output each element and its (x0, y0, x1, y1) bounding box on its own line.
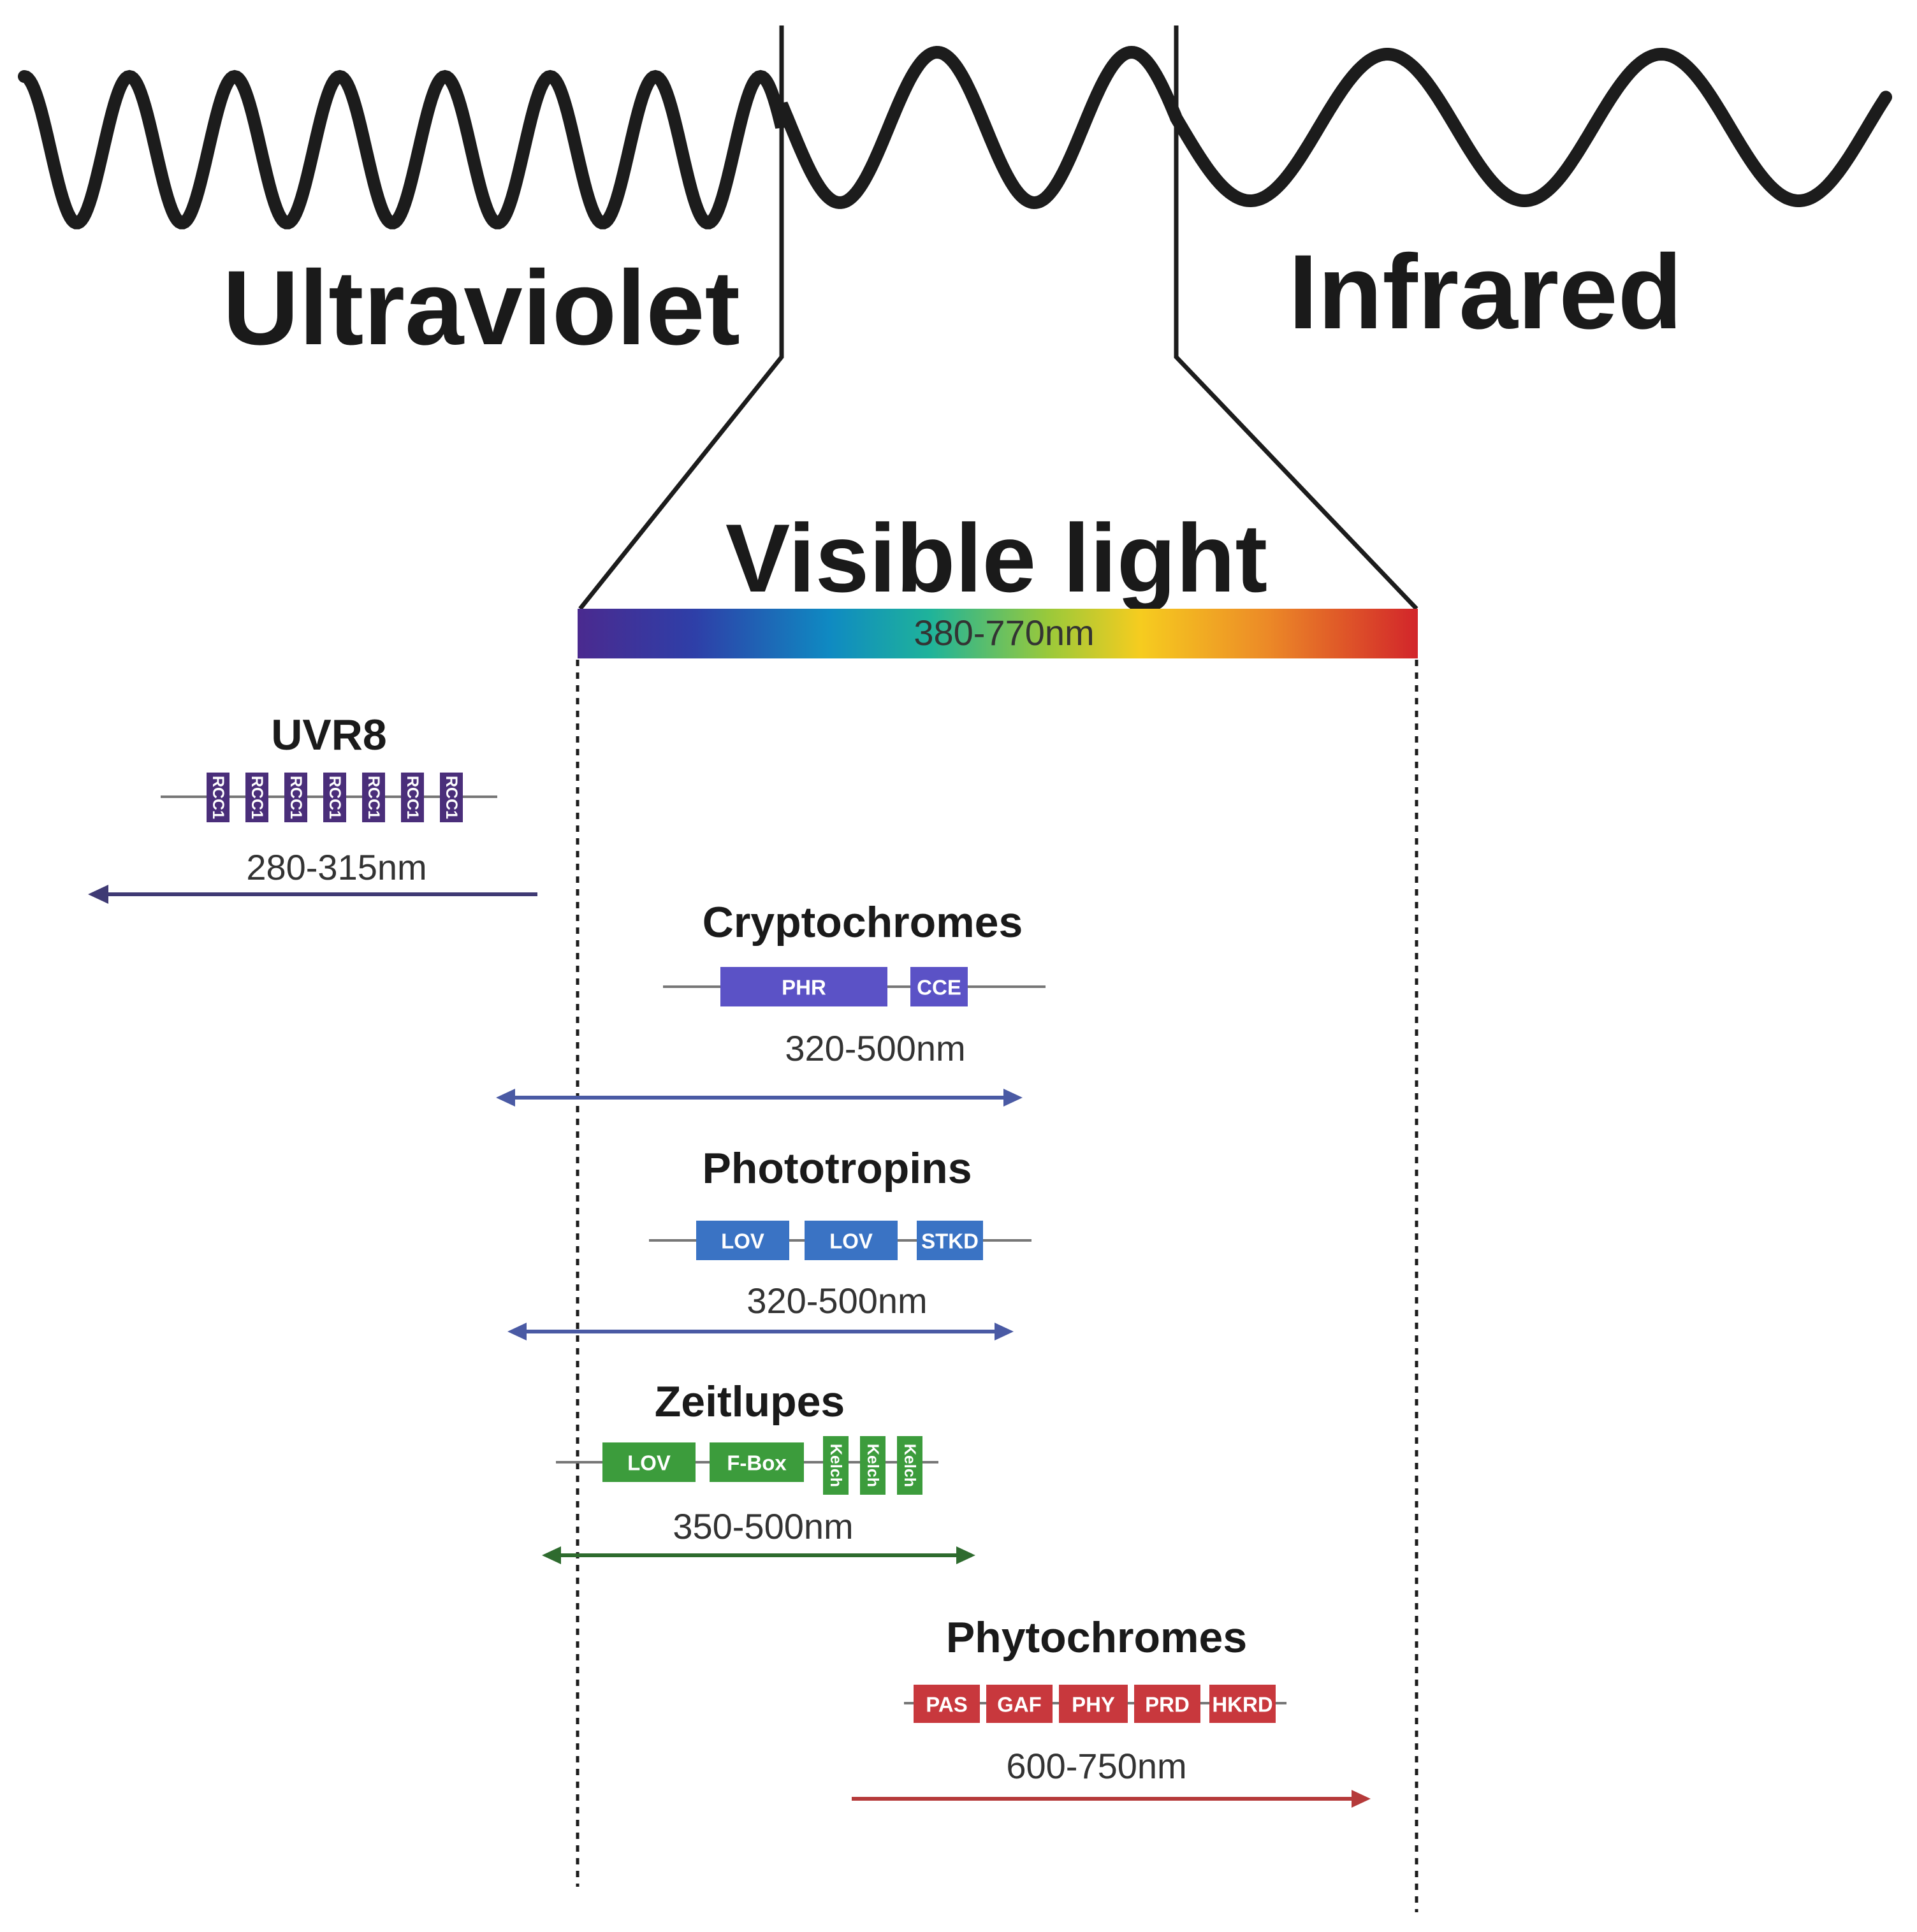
uvr8-domain: RCC1 (362, 773, 385, 822)
zeitlupes-name: Zeitlupes (655, 1377, 845, 1426)
uvr8-domain: RCC1 (207, 773, 230, 822)
phototropins-domain: LOV (805, 1221, 898, 1260)
zeitlupes-domain-label: LOV (627, 1451, 671, 1475)
cryptochromes-group: Cryptochromes PHR CCE 320-500nm (496, 898, 1046, 1107)
uvr8-domain-label: RCC1 (326, 776, 344, 819)
zeitlupes-domain: Kelch (860, 1436, 886, 1495)
uvr8-domain-label: RCC1 (442, 776, 460, 819)
phytochromes-domain: HKRD (1209, 1685, 1276, 1723)
cryptochromes-domain-label: CCE (917, 976, 961, 999)
uvr8-name: UVR8 (271, 711, 386, 759)
uvr8-domain-label: RCC1 (404, 776, 421, 819)
visible-spectrum-bar (578, 609, 1418, 658)
uv-visible-divider (578, 25, 784, 611)
uvr8-domain: RCC1 (440, 773, 463, 822)
uvr8-domain-label: RCC1 (209, 776, 227, 819)
phototropins-domain-label: LOV (829, 1230, 873, 1253)
zeitlupes-domain: LOV (602, 1442, 696, 1482)
phytochromes-domain: PHY (1059, 1685, 1128, 1723)
zeitlupes-domain-label: Kelch (901, 1444, 919, 1487)
cryptochromes-domain-label: PHR (782, 976, 826, 999)
phytochromes-name: Phytochromes (946, 1613, 1247, 1662)
zeitlupes-domain-label: Kelch (827, 1444, 845, 1487)
phototropins-domain-label: STKD (921, 1230, 979, 1253)
phototropins-name: Phototropins (702, 1144, 972, 1193)
zeitlupes-domain: F-Box (710, 1442, 804, 1482)
uvr8-domain: RCC1 (245, 773, 268, 822)
visible-ir-divider (1174, 25, 1418, 611)
phototropins-range: 320-500nm (747, 1281, 927, 1321)
zeitlupes-domain: Kelch (823, 1436, 849, 1495)
phytochromes-domain: PAS (914, 1685, 980, 1723)
zeitlupes-domain: Kelch (897, 1436, 922, 1495)
ultraviolet-label: Ultraviolet (222, 249, 740, 367)
uvr8-range-arrow (88, 885, 537, 904)
zeitlupes-group: Zeitlupes LOV F-Box Kelch Kelch Kelch 35… (542, 1377, 975, 1564)
uvr8-group: UVR8 RCC1 RCC1 RCC1 RCC1 RCC1 RCC1 RCC1 (88, 711, 537, 904)
uvr8-range: 280-315nm (246, 847, 426, 887)
phytochromes-domain-label: GAF (997, 1693, 1042, 1717)
uvr8-domain: RCC1 (323, 773, 346, 822)
phytochromes-domain-label: PAS (926, 1693, 967, 1717)
cryptochromes-domain: PHR (720, 967, 887, 1006)
phototropins-domain-label: LOV (721, 1230, 764, 1253)
visible-range-label: 380-770nm (914, 613, 1094, 653)
cryptochromes-name: Cryptochromes (703, 898, 1023, 947)
uvr8-domain: RCC1 (401, 773, 424, 822)
phytochromes-domain-label: PHY (1072, 1693, 1115, 1717)
phytochromes-domain: GAF (986, 1685, 1053, 1723)
uvr8-domain-label: RCC1 (248, 776, 266, 819)
uvr8-domain-label: RCC1 (365, 776, 383, 819)
infrared-label: Infrared (1288, 233, 1682, 351)
zeitlupes-domain-label: F-Box (727, 1451, 787, 1475)
uvr8-domain: RCC1 (284, 773, 307, 822)
electromagnetic-wave (18, 45, 1892, 229)
phototropins-domain: STKD (917, 1221, 983, 1260)
phytochromes-domain-label: PRD (1145, 1693, 1190, 1717)
visible-light-label: Visible light (725, 504, 1267, 613)
phytochromes-domain: PRD (1134, 1685, 1200, 1723)
phytochromes-group: Phytochromes PAS GAF PHY PRD HKRD 600-75… (852, 1613, 1371, 1808)
zeitlupes-range: 350-500nm (673, 1506, 853, 1546)
zeitlupes-domain-label: Kelch (864, 1444, 882, 1487)
phytochromes-range: 600-750nm (1006, 1746, 1186, 1786)
phytochromes-range-arrow (852, 1790, 1371, 1808)
cryptochromes-range: 320-500nm (785, 1028, 965, 1068)
cryptochromes-domain: CCE (910, 967, 968, 1006)
phytochromes-domain-label: HKRD (1212, 1693, 1272, 1717)
uvr8-domain-label: RCC1 (287, 776, 305, 819)
phototropins-domain: LOV (696, 1221, 789, 1260)
phototropins-group: Phototropins LOV LOV STKD 320-500nm (507, 1144, 1031, 1340)
cryptochromes-range-arrow (496, 1089, 1023, 1107)
zeitlupes-range-arrow (542, 1546, 975, 1564)
phototropins-range-arrow (507, 1323, 1014, 1340)
